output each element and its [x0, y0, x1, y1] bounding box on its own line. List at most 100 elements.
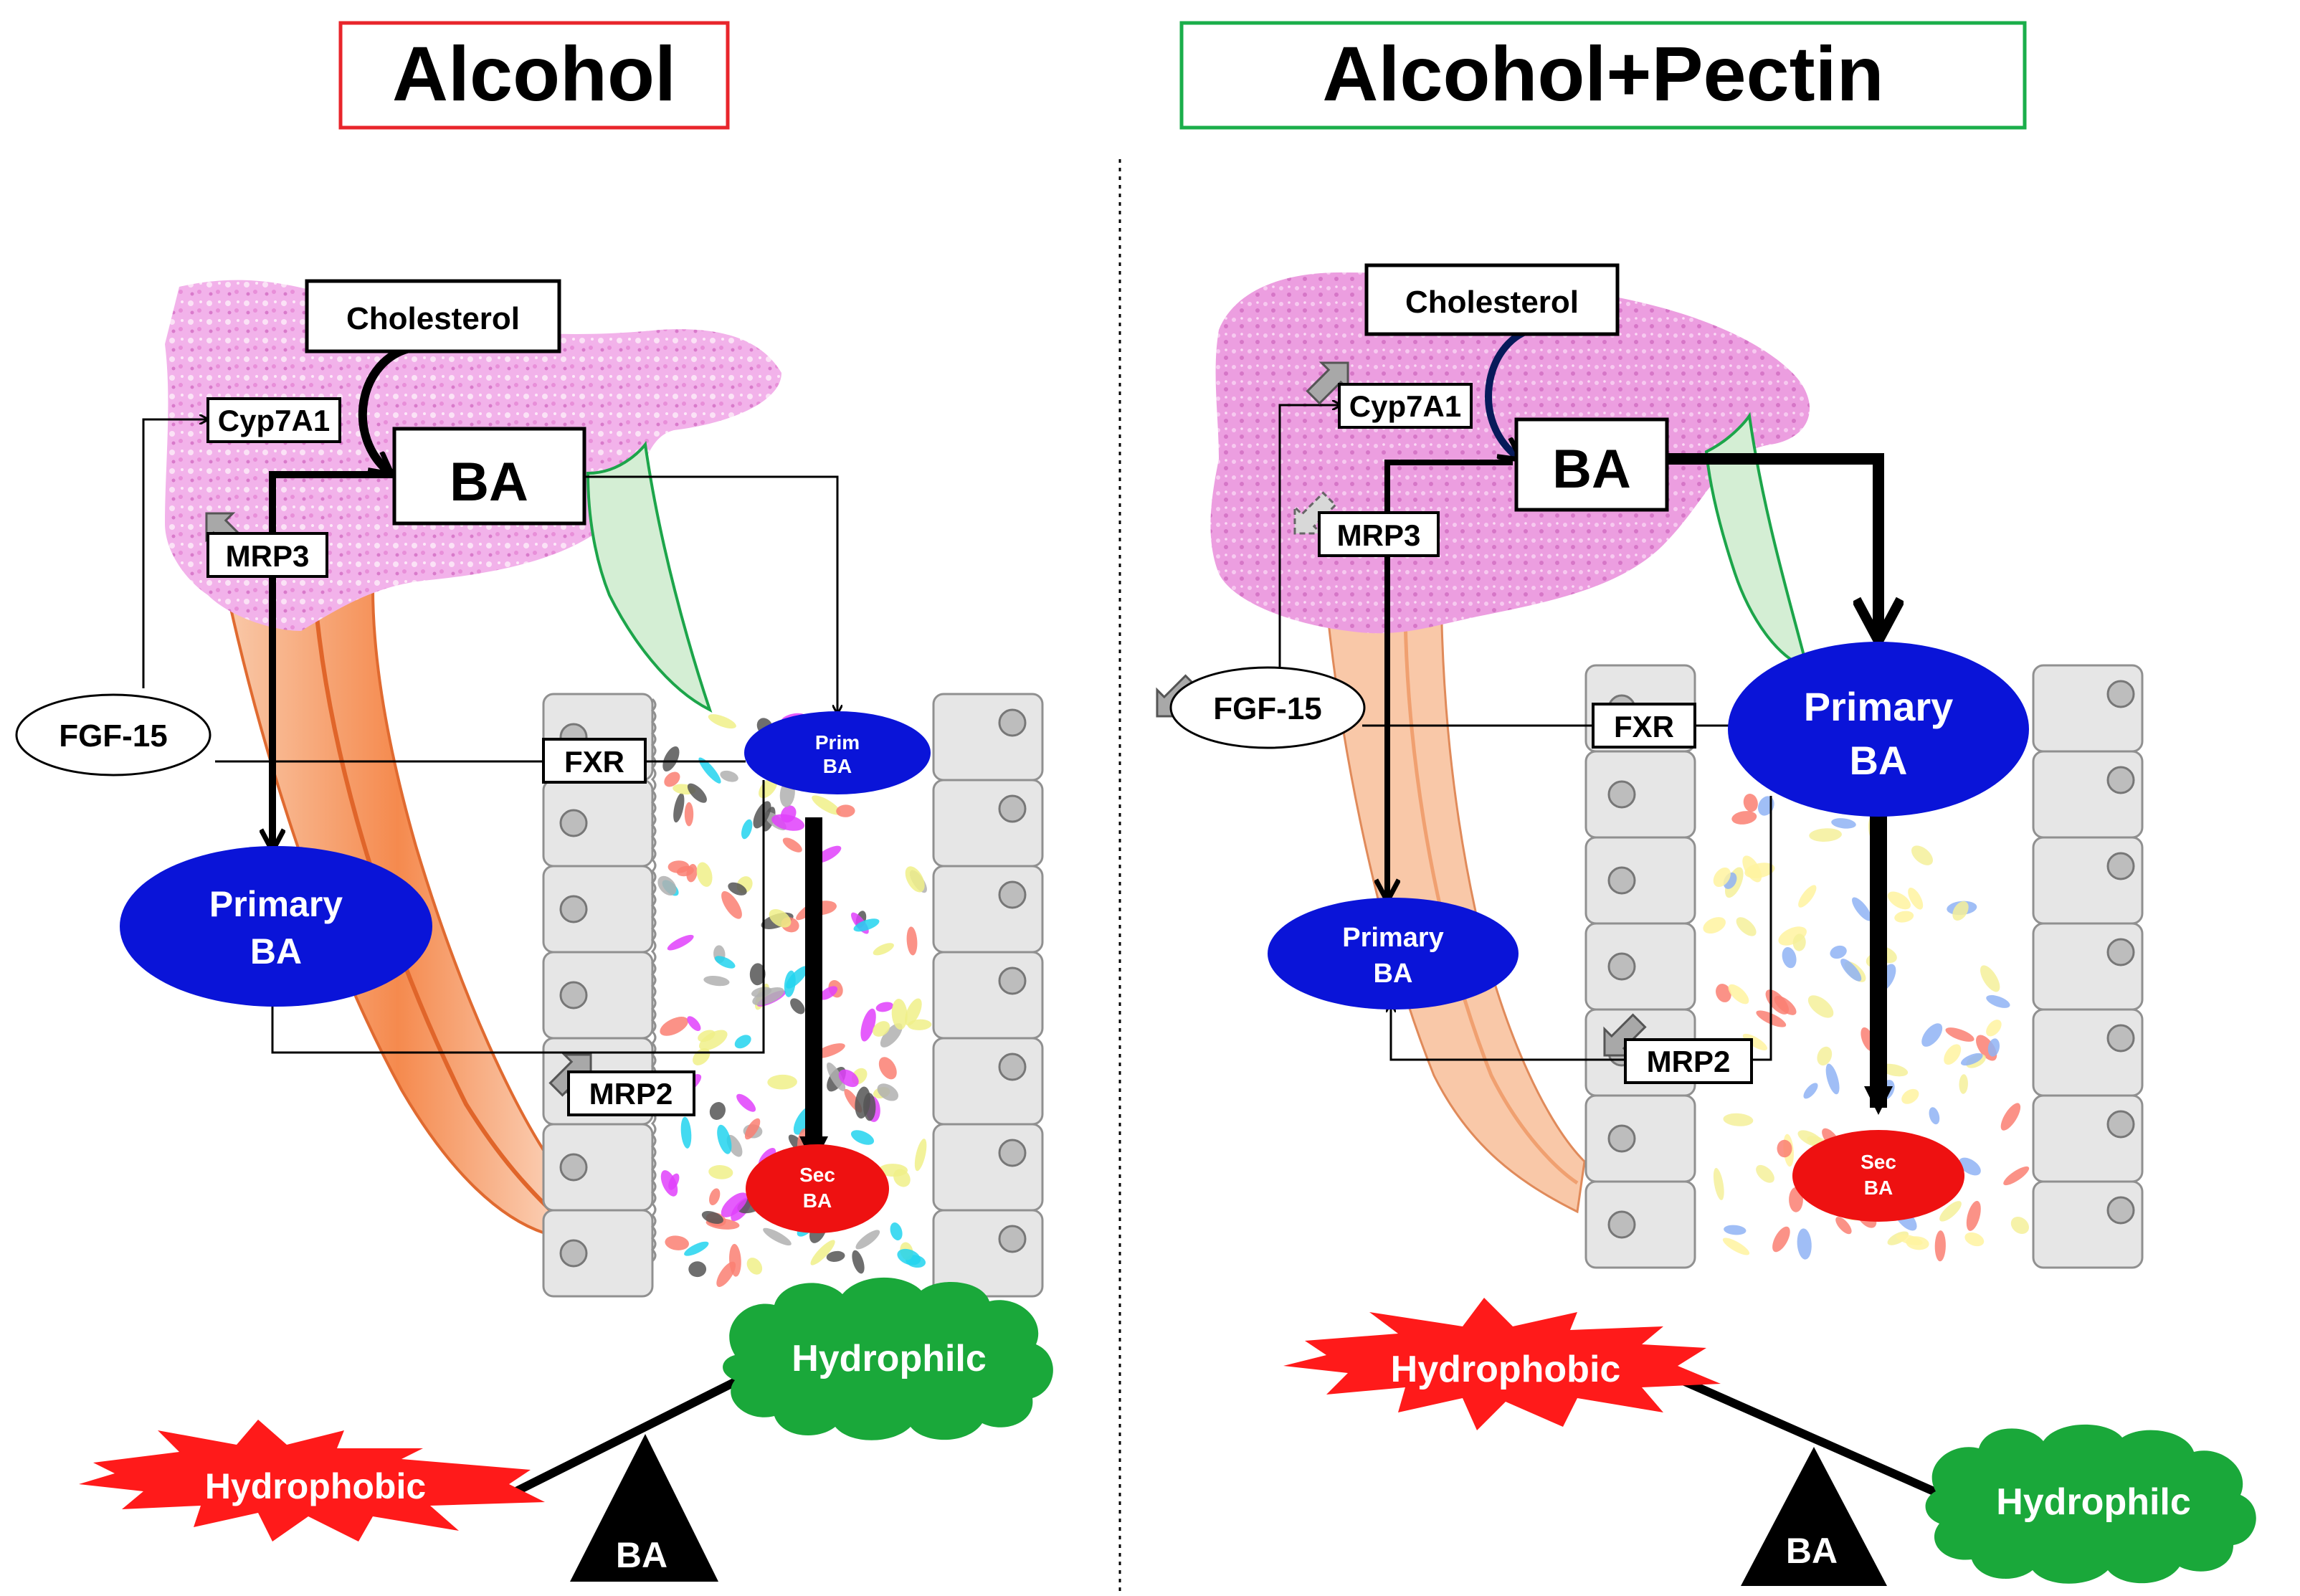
sec-ba-label-2: BA — [803, 1189, 832, 1212]
microbe-dot — [698, 757, 721, 784]
microbe-dot — [877, 1083, 899, 1101]
mrp3-box-right — [1318, 511, 1440, 557]
microbe-dot — [782, 837, 802, 852]
arrow-ba-to-primary-ba-top-right — [1663, 453, 1878, 638]
microbe-dot — [1772, 1226, 1790, 1253]
microbe-dot — [696, 862, 713, 887]
primary-ba-top-ellipse-right — [1728, 642, 2029, 817]
epithelium-left-column-b — [932, 693, 1044, 1298]
cyp7a1-label-right: Cyp7A1 — [1349, 389, 1461, 423]
microbe-dot — [1817, 1046, 1833, 1066]
microbe-dot — [699, 1030, 728, 1051]
hydrophilic-label-left: Hydrophilc — [792, 1338, 987, 1379]
mrp3-label-right: MRP3 — [1337, 518, 1421, 552]
intestine-inner-line — [313, 602, 554, 1214]
microbe-dot — [688, 1261, 707, 1278]
microbe-dot — [1809, 828, 1842, 842]
microbe-dot — [769, 909, 792, 928]
microbe-dot — [1939, 1201, 1962, 1222]
cyp7a1-box-right — [1338, 383, 1473, 429]
prim-ba-ellipse — [744, 711, 931, 794]
microbe-dot — [893, 1169, 911, 1187]
intestine-shape-right — [1325, 572, 1586, 1214]
sec-ba-label-1: Sec — [799, 1164, 835, 1186]
microbe-dot — [878, 1057, 897, 1080]
microbe-dot — [1896, 1234, 1923, 1245]
microbe-dot — [1731, 811, 1757, 825]
fgf15-ellipse-right — [1169, 666, 1366, 749]
microbe-dot — [1894, 911, 1914, 923]
right-title-box — [1179, 21, 2027, 130]
ba-box — [392, 427, 586, 526]
microbe-dot — [1911, 845, 1933, 865]
balance-fulcrum-right — [1741, 1447, 1887, 1586]
microbe-dot — [721, 890, 742, 919]
primary-ba-top-label-1-right: Primary — [1804, 684, 1954, 729]
microbe-dot — [728, 882, 747, 896]
microbe-dot — [751, 987, 772, 997]
microbe-dot — [890, 1222, 903, 1240]
ba-label: BA — [450, 452, 528, 513]
cyp7a1-label: Cyp7A1 — [218, 404, 330, 437]
microbe-dot — [855, 1086, 870, 1119]
mrp2-label-right: MRP2 — [1647, 1045, 1731, 1078]
microbe-dot — [827, 1062, 846, 1091]
microbe-dot — [665, 1235, 690, 1250]
microbe-dot — [684, 802, 694, 827]
arrow-ba-to-primary-ba — [272, 471, 394, 850]
microbe-dot — [836, 804, 855, 817]
fxr-label-right: FXR — [1614, 710, 1674, 744]
microbe-dot — [1960, 1053, 1983, 1066]
microbe-dot — [734, 1035, 751, 1049]
microbe-dot — [709, 1188, 721, 1206]
microbe-dot — [708, 714, 736, 729]
microbe-dot — [1901, 1088, 1919, 1104]
sec-ba-label-1-right: Sec — [1861, 1151, 1896, 1173]
microbe-dot — [771, 814, 805, 831]
hydrophobic-label-left: Hydrophobic — [205, 1466, 426, 1506]
microbe-dot — [891, 999, 908, 1030]
microbe-dot — [1980, 965, 2000, 992]
microbe-dot — [1744, 863, 1775, 878]
microbe-dot — [1986, 994, 2010, 1008]
arrow-mrp2-to-primary-ba — [272, 780, 765, 1054]
primary-ba-label-1: Primary — [209, 884, 343, 924]
microbe-dot — [1777, 1139, 1792, 1158]
fgf15-ellipse — [15, 693, 212, 776]
microbe-dot — [1797, 1130, 1823, 1147]
microbe-dot — [744, 1118, 761, 1140]
microbe-dot — [660, 1170, 678, 1197]
microbe-dot — [767, 1074, 797, 1090]
cholesterol-box-right — [1364, 263, 1620, 336]
microbe-dot — [906, 926, 918, 956]
microbe-dot — [1722, 1238, 1750, 1255]
microbe-dot — [1964, 1232, 1985, 1247]
microbe-dot — [786, 966, 808, 989]
microbe-dot — [1756, 1164, 1774, 1183]
microbe-dot — [1798, 885, 1817, 908]
microbe-dot — [749, 963, 766, 986]
balance-ba-label-right: BA — [1786, 1531, 1838, 1571]
left-title: Alcohol — [392, 30, 676, 117]
microbe-dot — [875, 1002, 894, 1012]
microbe-dot — [684, 1241, 709, 1256]
microbe-dot — [708, 1165, 733, 1179]
mrp2-label: MRP2 — [589, 1077, 673, 1111]
arrow-ba-to-primary-ba-right — [1387, 460, 1513, 900]
fgf15-label-right: FGF-15 — [1213, 691, 1322, 726]
fxr-box — [542, 738, 647, 784]
microbe-dot — [1782, 946, 1797, 969]
arrow-fgf15-to-cyp7a1 — [142, 419, 208, 688]
microbe-dot — [1921, 1023, 1943, 1047]
hydrophobic-burst-right — [1283, 1298, 1721, 1430]
microbe-dot — [1736, 917, 1757, 936]
microbe-dot — [1929, 1107, 1940, 1125]
microbe-dot — [1825, 1063, 1840, 1095]
microbe-dot — [1852, 897, 1872, 921]
balance-ba-label-left: BA — [616, 1535, 667, 1575]
microbe-dot — [687, 1016, 701, 1031]
microbe-dot — [1880, 1063, 1909, 1077]
microbe-dot — [1724, 1225, 1747, 1235]
sec-ba-ellipse — [746, 1144, 889, 1233]
microbe-dot — [662, 746, 680, 772]
